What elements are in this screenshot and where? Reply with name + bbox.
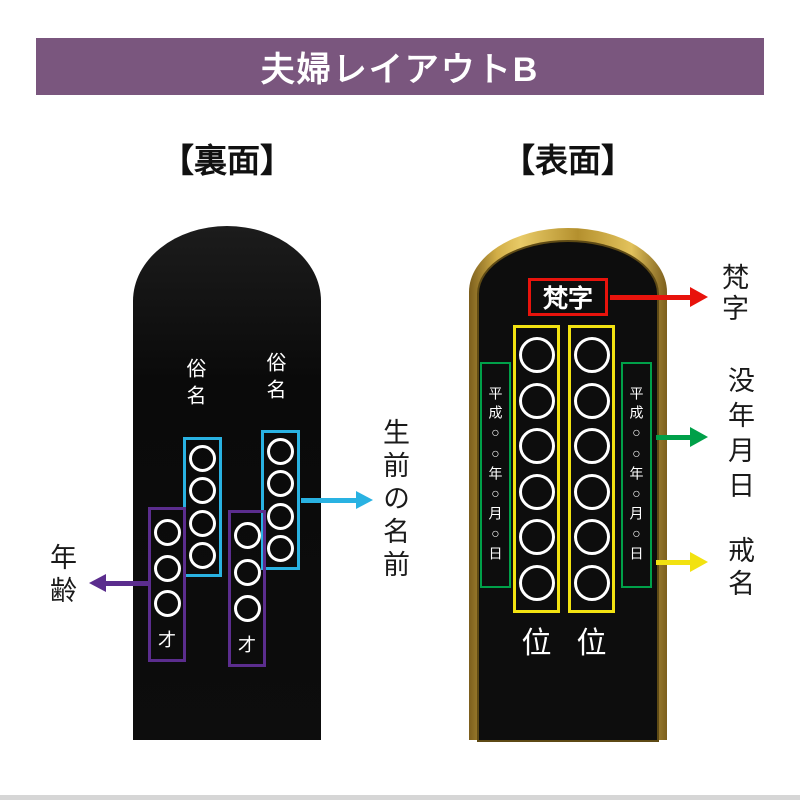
name-placeholder-box-2 xyxy=(261,430,300,570)
annotation-bonji: 梵字 xyxy=(718,263,748,325)
char-placeholder-circle xyxy=(518,519,555,556)
lifetime-name-arrow-head xyxy=(356,491,373,509)
kaimyo-arrow-line xyxy=(656,560,692,565)
char-placeholder-circle xyxy=(573,382,610,419)
char-placeholder-circle xyxy=(267,534,294,562)
age-placeholder-box-2: 才 xyxy=(228,510,266,667)
death-date-box-left: 平成○○年○月○日 xyxy=(480,362,511,588)
char-placeholder-circle xyxy=(153,590,181,618)
name-placeholder-box-1 xyxy=(183,437,222,577)
annotation-death-date: 没年月日 xyxy=(724,366,754,506)
bonji-text: 梵字 xyxy=(542,286,593,313)
death-date-box-right: 平成○○年○月○日 xyxy=(621,362,652,588)
char-placeholder-circle xyxy=(153,554,181,582)
death-date-arrow-line xyxy=(656,435,692,440)
char-placeholder-circle xyxy=(267,438,294,466)
char-placeholder-circle xyxy=(573,337,610,374)
char-placeholder-circle xyxy=(518,382,555,419)
back-section-title: 【裏面】 xyxy=(161,142,293,179)
char-placeholder-circle xyxy=(233,558,261,586)
annotation-lifetime-name: 生前の名前 xyxy=(379,418,409,583)
memorial-tablet-front: 梵字 位 位 平成○○年○月○日 平成○○年○月○日 xyxy=(469,228,667,740)
secular-name-label-2: 俗名 xyxy=(263,352,285,406)
bonji-box: 梵字 xyxy=(528,278,608,316)
kaimyo-box-1 xyxy=(513,325,560,613)
annotation-kaimyo: 戒名 xyxy=(724,536,754,602)
char-placeholder-circle xyxy=(518,473,555,510)
annotation-age: 年齢 xyxy=(46,543,76,609)
bonji-arrow-line xyxy=(610,295,692,300)
char-placeholder-circle xyxy=(233,594,261,622)
secular-name-label-1: 俗名 xyxy=(183,358,205,412)
char-placeholder-circle xyxy=(153,518,181,546)
char-placeholder-circle xyxy=(189,541,216,569)
rank-label-2: 位 xyxy=(576,627,607,660)
age-suffix-label-2: 才 xyxy=(238,635,256,655)
char-placeholder-circle xyxy=(573,519,610,556)
char-placeholder-circle xyxy=(189,445,216,473)
char-placeholder-circle xyxy=(573,473,610,510)
lifetime-name-arrow-line xyxy=(301,498,358,503)
age-arrow-line xyxy=(104,581,148,586)
char-placeholder-circle xyxy=(267,502,294,530)
rank-label-1: 位 xyxy=(521,627,552,660)
header-bar: 夫婦レイアウトB xyxy=(36,38,764,95)
age-suffix-label-1: 才 xyxy=(158,630,176,650)
death-date-arrow-head xyxy=(690,427,708,447)
char-placeholder-circle xyxy=(189,509,216,537)
memorial-tablet-back: 俗名 俗名 才 才 xyxy=(133,226,321,740)
char-placeholder-circle xyxy=(573,564,610,601)
char-placeholder-circle xyxy=(573,428,610,465)
age-arrow-head xyxy=(89,574,106,592)
char-placeholder-circle xyxy=(233,522,261,550)
death-date-text-right: 平成○○年○月○日 xyxy=(628,385,645,565)
page-title: 夫婦レイアウトB xyxy=(260,51,540,89)
death-date-text-left: 平成○○年○月○日 xyxy=(487,385,504,565)
age-placeholder-box-1: 才 xyxy=(148,507,186,662)
kaimyo-arrow-head xyxy=(690,552,708,572)
char-placeholder-circle xyxy=(518,428,555,465)
char-placeholder-circle xyxy=(518,564,555,601)
front-section-title: 【表面】 xyxy=(502,142,634,179)
char-placeholder-circle xyxy=(518,337,555,374)
kaimyo-box-2 xyxy=(568,325,615,613)
char-placeholder-circle xyxy=(267,470,294,498)
char-placeholder-circle xyxy=(189,477,216,505)
bonji-arrow-head xyxy=(690,287,708,307)
bottom-divider xyxy=(0,795,800,800)
